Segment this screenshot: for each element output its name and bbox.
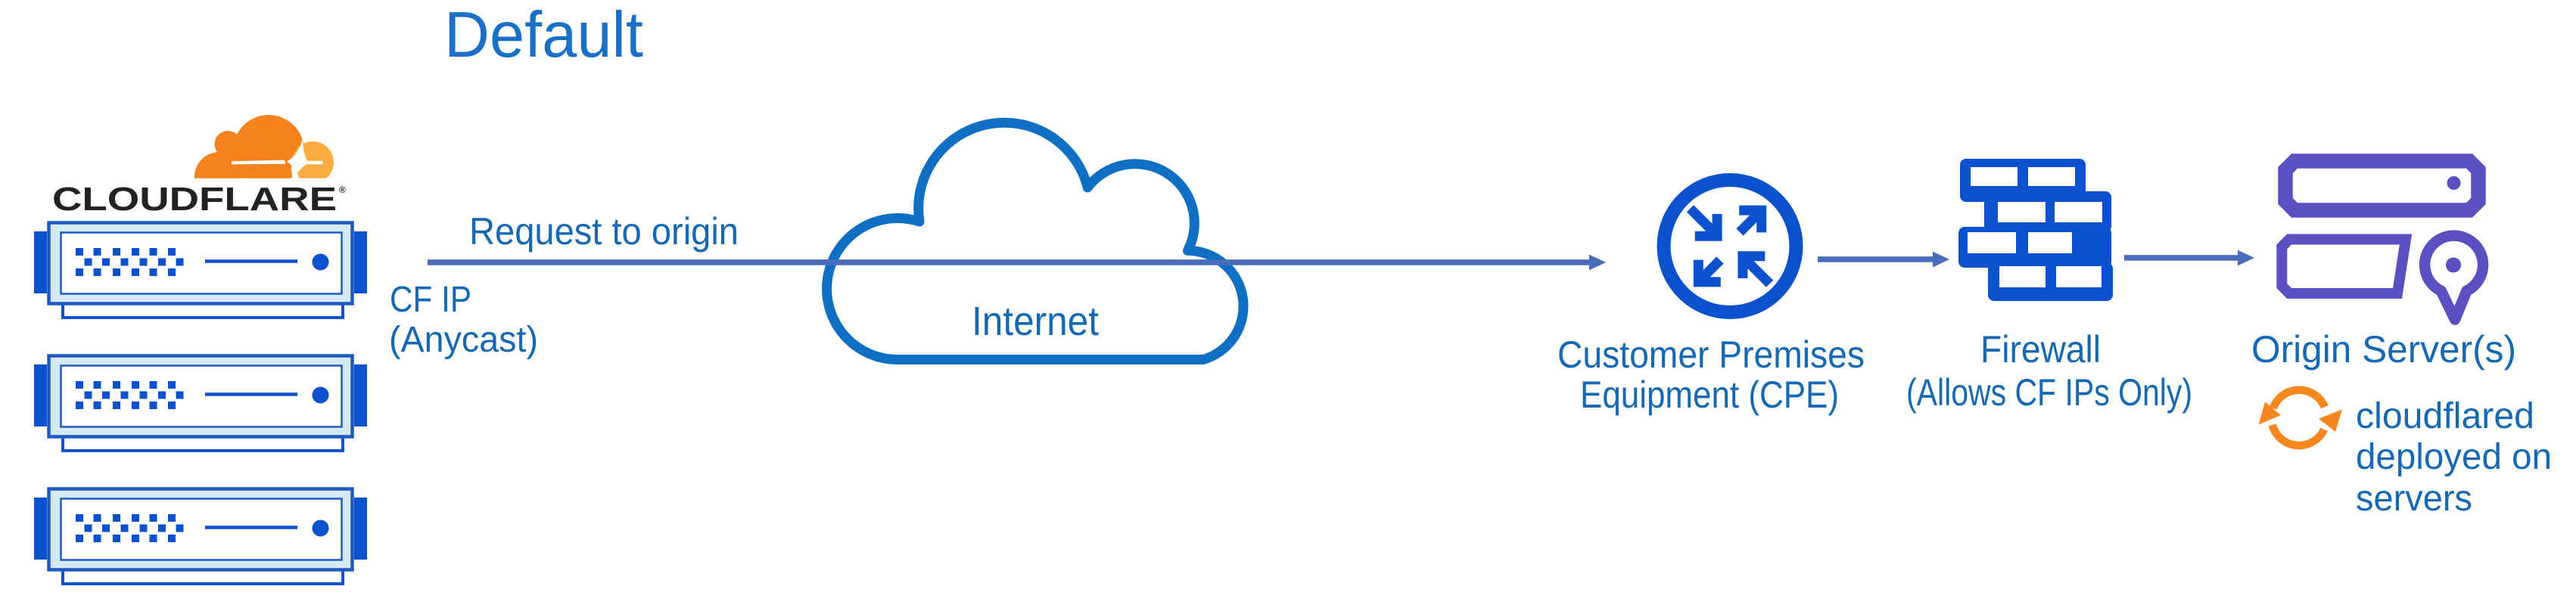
svg-text:CF IP: CF IP [390, 280, 471, 320]
svg-text:deployed on: deployed on [2356, 437, 2552, 477]
svg-text:Customer Premises: Customer Premises [1557, 333, 1865, 376]
svg-text:Internet: Internet [972, 299, 1099, 344]
svg-text:cloudflared: cloudflared [2356, 396, 2534, 436]
svg-text:Firewall: Firewall [1980, 328, 2101, 371]
svg-text:CLOUDFLARE: CLOUDFLARE [52, 181, 337, 218]
svg-text:Origin Server(s): Origin Server(s) [2251, 328, 2516, 371]
svg-text:servers: servers [2356, 479, 2472, 519]
svg-text:Request to origin: Request to origin [469, 210, 739, 253]
svg-text:Default: Default [444, 0, 643, 71]
svg-text:(Anycast): (Anycast) [389, 320, 538, 360]
svg-text:(Allows CF IPs Only): (Allows CF IPs Only) [1906, 371, 2192, 414]
svg-text:Equipment (CPE): Equipment (CPE) [1580, 374, 1839, 416]
svg-text:®: ® [339, 185, 346, 195]
